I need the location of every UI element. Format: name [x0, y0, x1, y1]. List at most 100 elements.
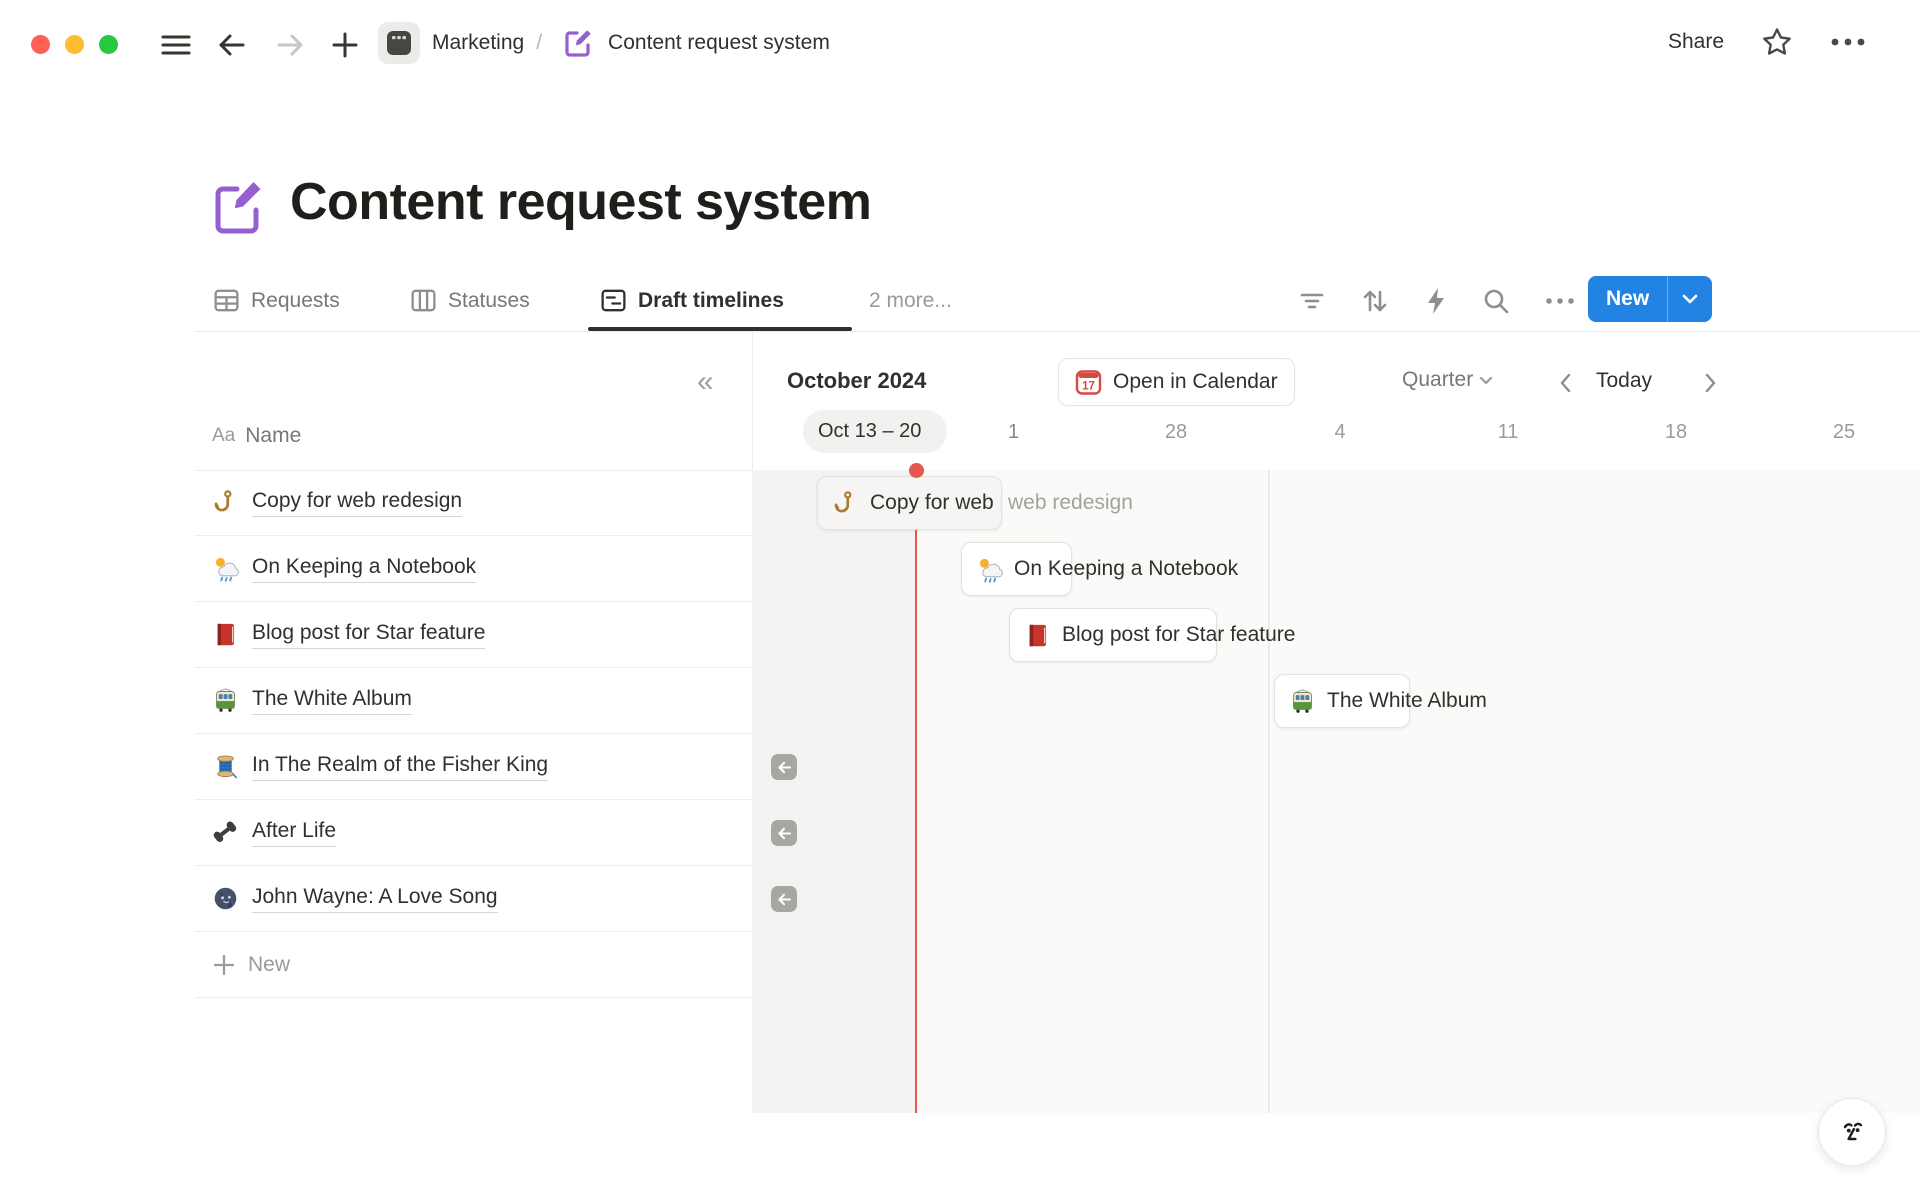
past-dates-shading — [752, 470, 916, 1113]
tab-label: Requests — [251, 288, 340, 312]
plus-icon — [330, 30, 360, 60]
list-item-title[interactable]: The White Album — [252, 687, 412, 715]
timeline-bar-on-keeping-a-notebook[interactable]: On Keeping a Notebook — [961, 542, 1238, 596]
plus-icon — [212, 953, 236, 977]
list-item-title[interactable]: Copy for web redesign — [252, 489, 463, 517]
view-more-icon[interactable] — [1545, 296, 1575, 306]
new-dropdown-button[interactable] — [1668, 276, 1712, 322]
hamburger-icon — [160, 32, 192, 58]
tab-statuses[interactable]: Statuses — [409, 286, 530, 315]
zoom-select-label: Quarter — [1402, 368, 1474, 391]
timeline-bar-the-white-album[interactable]: The White Album — [1274, 674, 1487, 728]
scroll-to-bar-left-button[interactable] — [771, 886, 797, 912]
new-page-button[interactable] — [330, 30, 360, 60]
list-item-title[interactable]: In The Realm of the Fisher King — [252, 753, 549, 781]
view-toolbar — [1298, 286, 1575, 316]
timeline-zoom-select[interactable]: Quarter — [1402, 368, 1494, 392]
bar-title: Copy for web redesign — [870, 491, 1001, 514]
new-button-group: New — [1588, 276, 1713, 322]
list-item[interactable]: After Life — [195, 800, 752, 866]
favorite-star-icon[interactable] — [1760, 25, 1794, 59]
date-tick: 25 — [1832, 421, 1856, 443]
next-period-button[interactable] — [1704, 372, 1718, 394]
bar-overflow-ghost-label: web redesign — [1008, 491, 1133, 514]
name-column-header[interactable]: Name — [245, 424, 302, 447]
hook-emoji — [832, 490, 859, 517]
arrow-right-icon — [274, 31, 306, 59]
minimize-window-button[interactable] — [65, 35, 84, 54]
sidebar-toggle-button[interactable] — [160, 32, 192, 58]
scroll-to-bar-left-button[interactable] — [771, 754, 797, 780]
breadcrumb-teamspace-item[interactable] — [378, 22, 420, 64]
timeline-bar-copy-for-web-redesign[interactable]: Copy for web redesign — [817, 476, 1002, 530]
collapse-panel-icon[interactable]: « — [697, 365, 714, 398]
timeline-canvas[interactable]: Copy for web redesign web redesign On Ke… — [752, 470, 1920, 1113]
share-button[interactable]: Share — [1668, 30, 1725, 53]
more-tabs-button[interactable]: 2 more... — [869, 289, 952, 312]
table-icon — [212, 286, 241, 315]
notion-ai-button[interactable] — [1818, 1098, 1886, 1166]
date-tick-partial: 1 — [1008, 421, 1020, 443]
svg-text:17: 17 — [1082, 380, 1095, 392]
arrow-left-icon — [216, 31, 248, 59]
tab-draft-timelines[interactable]: Draft timelines — [599, 286, 784, 315]
breadcrumb: Marketing / Content request system — [378, 22, 830, 64]
list-item[interactable]: In The Realm of the Fisher King — [195, 734, 752, 800]
sort-icon[interactable] — [1360, 287, 1390, 315]
timeline-bar-blog-post-for-star-feature[interactable]: Blog post for Star feature — [1009, 608, 1295, 662]
page-icon[interactable] — [210, 176, 266, 238]
search-icon[interactable] — [1482, 287, 1511, 316]
breadcrumb-teamspace-label[interactable]: Marketing — [432, 31, 525, 54]
list-item-title[interactable]: John Wayne: A Love Song — [252, 885, 498, 913]
new-moon-face-emoji — [212, 885, 239, 912]
filter-icon[interactable] — [1298, 288, 1326, 314]
page-title[interactable]: Content request system — [290, 173, 872, 231]
chevron-down-icon — [1478, 375, 1494, 386]
list-item[interactable]: On Keeping a Notebook — [195, 536, 752, 602]
arrow-left-icon — [777, 827, 792, 840]
add-new-row-button[interactable]: New — [195, 932, 752, 998]
date-range-pill[interactable]: Oct 13 – 20 — [803, 410, 948, 453]
month-boundary-gridline — [1268, 470, 1270, 1113]
tram-emoji — [1289, 688, 1316, 715]
list-item-title[interactable]: After Life — [252, 819, 337, 847]
breadcrumb-page-label[interactable]: Content request system — [608, 31, 830, 54]
timeline-icon — [599, 286, 628, 315]
chevron-left-icon — [1558, 372, 1572, 394]
more-options-icon[interactable] — [1830, 36, 1866, 48]
list-header: Aa Name — [212, 424, 301, 448]
phone-emoji — [212, 819, 239, 846]
bar-title: The White Album — [1327, 689, 1487, 712]
open-in-calendar-label: Open in Calendar — [1113, 370, 1278, 393]
forward-button[interactable] — [274, 31, 306, 59]
bar-title: Blog post for Star feature — [1062, 623, 1296, 646]
new-button[interactable]: New — [1606, 287, 1650, 310]
timeline-month-label: October 2024 — [787, 368, 927, 393]
close-window-button[interactable] — [31, 35, 50, 54]
list-item[interactable]: The White Album — [195, 668, 752, 734]
list-item[interactable]: Copy for web redesign — [195, 470, 752, 536]
automation-bolt-icon[interactable] — [1424, 286, 1448, 316]
calendar-17-icon: 17 — [1075, 369, 1102, 396]
new-row-label: New — [248, 952, 291, 976]
list-item[interactable]: Blog post for Star feature — [195, 602, 752, 668]
scroll-to-bar-left-button[interactable] — [771, 820, 797, 846]
sun-rain-cloud-emoji — [976, 556, 1003, 583]
zoom-window-button[interactable] — [99, 35, 118, 54]
previous-period-button[interactable] — [1558, 372, 1572, 394]
list-item-title[interactable]: On Keeping a Notebook — [252, 555, 477, 583]
date-tick: 18 — [1664, 421, 1688, 443]
teamspace-icon — [385, 29, 413, 57]
date-tick: 28 — [1164, 421, 1188, 443]
topbar-actions: Share — [1668, 25, 1866, 59]
chevron-down-icon — [1681, 293, 1699, 305]
date-tick: 11 — [1497, 421, 1519, 443]
today-button[interactable]: Today — [1596, 369, 1653, 392]
tab-label: Statuses — [448, 288, 530, 312]
list-item-title[interactable]: Blog post for Star feature — [252, 621, 486, 649]
list-item[interactable]: John Wayne: A Love Song — [195, 866, 752, 932]
back-button[interactable] — [216, 31, 248, 59]
tab-requests[interactable]: Requests — [212, 286, 340, 315]
open-in-calendar-button[interactable]: 17 Open in Calendar — [1058, 358, 1295, 406]
